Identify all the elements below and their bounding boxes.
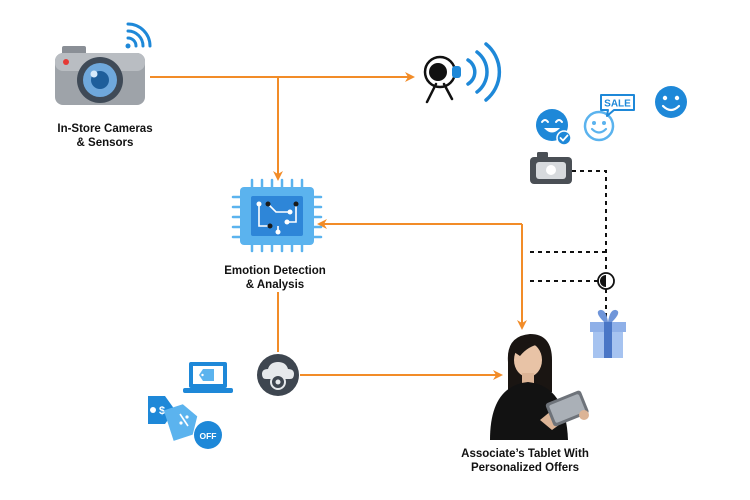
price-tags-icon: $	[148, 396, 198, 441]
emotion-label-line1: Emotion Detection	[224, 265, 326, 277]
smiley-outline-icon	[583, 110, 615, 142]
cameras-label-line2: & Sensors	[76, 137, 134, 149]
laptop-tag-icon	[183, 362, 233, 393]
associate-with-tablet-icon	[490, 334, 589, 440]
tablet-label-line2: Personalized Offers	[470, 462, 579, 474]
tablet-label-line1: Associate’s Tablet With	[461, 448, 589, 460]
dashed-camera-to-gift	[572, 170, 607, 318]
cloud-camera-icon	[257, 354, 299, 396]
gift-box-icon	[590, 309, 626, 358]
off-tag-icon: OFF	[194, 421, 222, 449]
wifi-signal-icon	[125, 22, 152, 49]
dashed-connectors	[528, 170, 607, 318]
emotion-label-line2: & Analysis	[245, 279, 305, 291]
junction-knob	[597, 272, 615, 290]
associate-tablet-label: Associate’s Tablet With Personalized Off…	[430, 447, 620, 475]
off-tag-text: OFF	[200, 431, 217, 441]
smiley-check-icon	[536, 109, 572, 146]
sale-badge-text: SALE	[604, 99, 631, 110]
sound-sensor-icon	[423, 42, 502, 104]
sale-badge-icon: SALE	[600, 94, 635, 117]
smiley-solid-icon	[655, 86, 687, 118]
cameras-sensors-label: In-Store Cameras & Sensors	[20, 122, 190, 150]
security-camera-icon	[55, 46, 145, 105]
orange-connectors	[150, 72, 527, 380]
emotion-detection-label: Emotion Detection & Analysis	[185, 264, 365, 292]
cameras-label-line1: In-Store Cameras	[57, 123, 153, 135]
svg-text:$: $	[159, 405, 165, 417]
processor-chip-icon	[231, 178, 323, 253]
small-camera-icon	[530, 152, 572, 184]
